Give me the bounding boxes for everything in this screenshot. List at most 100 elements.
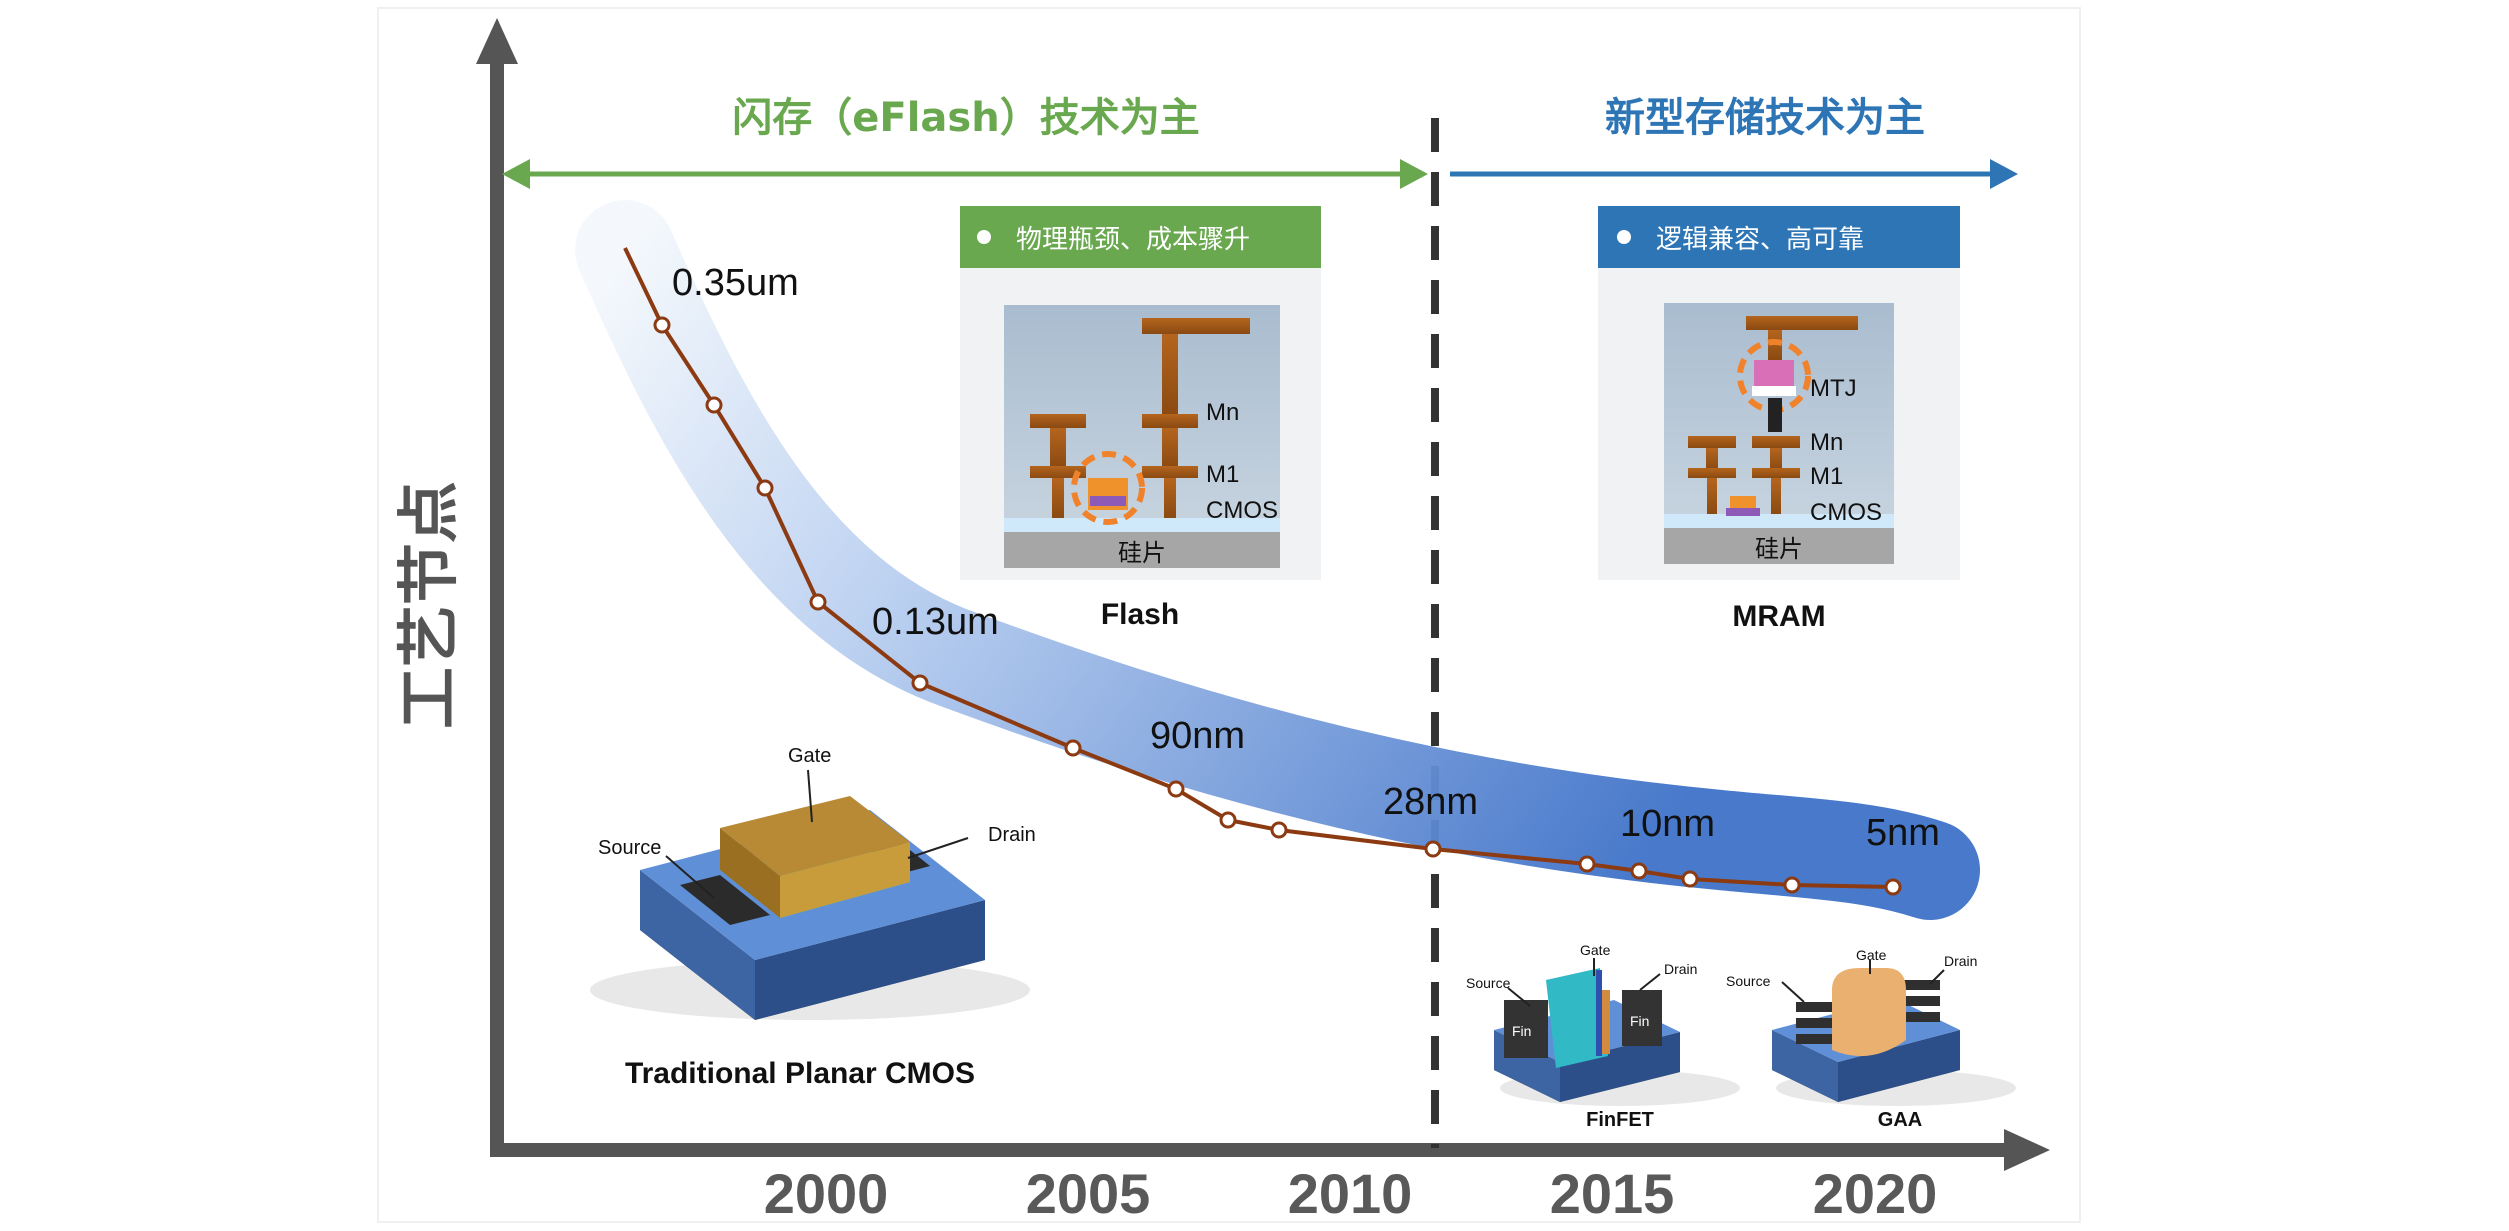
planar-source-leader — [665, 855, 715, 899]
mram-transistor-base — [1726, 508, 1760, 516]
node-label-10nm: 10nm — [1620, 803, 1715, 845]
finfet-fin-right — [1622, 990, 1662, 1046]
node-point-2 — [705, 396, 723, 414]
flash-cell-highlight-icon — [1071, 451, 1145, 525]
x-tick-2005: 2005 — [1026, 1162, 1151, 1225]
flash-panel: 物理瓶颈、成本骤升 硅片 Mn M1 CMOS Flash — [960, 206, 1321, 631]
planar-base-side — [755, 900, 985, 1020]
node-point-3 — [756, 479, 774, 497]
gaa-caption: GAA — [1878, 1109, 1922, 1131]
node-point-7 — [1167, 780, 1185, 798]
mram-m1-left — [1688, 468, 1736, 478]
finfet-drain-leader — [1639, 973, 1661, 991]
flash-substrate — [1004, 532, 1280, 568]
mram-contact-right — [1771, 478, 1781, 514]
flash-caption: Flash — [1101, 598, 1179, 631]
node-label-90nm: 90nm — [1150, 715, 1245, 757]
gaa-illustration: Source Gate Drain GAA — [1726, 947, 2016, 1131]
trend-band — [575, 200, 1980, 920]
flash-m1-left — [1030, 466, 1086, 478]
planar-drain-leader — [907, 837, 969, 859]
node-point-9 — [1270, 821, 1288, 839]
node-labels: 0.35um 0.13um 90nm 28nm 10nm 5nm — [672, 262, 1940, 854]
mram-substrate-label: 硅片 — [1755, 535, 1803, 563]
finfet-source-leader — [1507, 987, 1531, 1007]
planar-base-front — [640, 870, 755, 1020]
mram-via-right — [1770, 448, 1782, 470]
flash-callout-text: 物理瓶颈、成本骤升 — [1016, 225, 1250, 255]
flash-contact-right — [1164, 478, 1176, 518]
flash-label-m1: M1 — [1206, 461, 1239, 488]
flash-via-right — [1162, 428, 1178, 468]
flash-substrate-label: 硅片 — [1118, 539, 1166, 567]
node-point-1 — [653, 316, 671, 334]
finfet-gate-metal — [1600, 990, 1610, 1054]
mram-contact-left — [1707, 478, 1717, 514]
flash-tall-via — [1162, 334, 1178, 416]
y-axis-label: 工艺节点 — [392, 481, 465, 729]
x-axis-arrow-icon — [2004, 1129, 2050, 1171]
node-point-13 — [1681, 870, 1699, 888]
flash-callout-box — [960, 206, 1321, 268]
node-points — [653, 316, 1902, 896]
mram-mtj-stack — [1754, 360, 1794, 386]
era-left-arrow-head-right-icon — [1400, 159, 1428, 189]
finfet-base-side — [1560, 1032, 1680, 1102]
mram-m1-right — [1752, 468, 1800, 478]
mram-mn-left — [1688, 436, 1736, 448]
gaa-nanosheets-right — [1900, 980, 1940, 1022]
mram-via-left — [1706, 448, 1718, 470]
planar-gate-top — [720, 796, 910, 876]
finfet-fin-left — [1504, 1000, 1548, 1058]
planar-gate-leader — [807, 769, 813, 823]
planar-cmos-illustration: Gate Source Drain Traditional Planar CMO… — [590, 745, 1036, 1090]
flash-mn-left — [1030, 414, 1086, 428]
era-right-arrow-head-icon — [1990, 159, 2018, 189]
mram-label-mtj: MTJ — [1810, 375, 1857, 402]
planar-gate-front — [720, 828, 780, 918]
mram-panel: 逻辑兼容、高可靠 硅片 MTJ Mn M1 CMOS MRAM — [1598, 206, 1960, 633]
gaa-gate — [1832, 968, 1906, 1057]
gaa-drain-label: Drain — [1944, 953, 1977, 969]
gaa-base-front — [1772, 1030, 1838, 1102]
frame — [377, 7, 2081, 1223]
x-axis-ticks: 2000 2005 2010 2015 2020 — [764, 1162, 1938, 1225]
node-trend-line — [623, 247, 1894, 889]
era-right-title: 新型存储技术为主 — [1605, 95, 1925, 141]
mram-callout-text: 逻辑兼容、高可靠 — [1656, 225, 1864, 255]
gaa-nanosheets-left — [1796, 1002, 1840, 1044]
node-point-5 — [911, 674, 929, 692]
node-label-0-35um: 0.35um — [672, 262, 799, 304]
finfet-source-label: Source — [1466, 975, 1511, 991]
node-point-11 — [1578, 855, 1596, 873]
flash-via-left — [1050, 428, 1066, 468]
x-tick-2000: 2000 — [764, 1162, 889, 1225]
planar-gate-label: Gate — [788, 745, 831, 767]
era-left-arrow-head-left-icon — [502, 159, 530, 189]
mram-cmos-layer — [1664, 514, 1894, 528]
node-label-28nm: 28nm — [1383, 781, 1478, 823]
node-point-4 — [809, 593, 827, 611]
flash-m1-right — [1142, 466, 1198, 478]
mram-caption: MRAM — [1732, 600, 1825, 633]
x-tick-2010: 2010 — [1288, 1162, 1413, 1225]
finfet-illustration: Source Gate Drain Fin Fin FinFET — [1466, 942, 1740, 1131]
gaa-base-side — [1838, 1030, 1960, 1102]
node-point-10 — [1424, 840, 1442, 858]
planar-gate-side — [780, 842, 910, 918]
mram-callout-bullet-icon — [1617, 230, 1631, 244]
node-point-12 — [1630, 862, 1648, 880]
flash-contact-left — [1052, 478, 1064, 518]
era-right: 新型存储技术为主 — [1450, 95, 2018, 189]
finfet-caption: FinFET — [1586, 1109, 1654, 1131]
node-label-0-13um: 0.13um — [872, 601, 999, 643]
mram-callout-box — [1598, 206, 1960, 268]
mram-top-metal — [1746, 316, 1858, 330]
node-point-8 — [1219, 811, 1237, 829]
finfet-gate-edge — [1596, 970, 1602, 1056]
x-tick-2015: 2015 — [1550, 1162, 1675, 1225]
mram-label-cmos: CMOS — [1810, 499, 1882, 526]
mram-substrate — [1664, 528, 1894, 564]
era-left: 闪存（eFlash）技术为主 — [502, 95, 1428, 189]
